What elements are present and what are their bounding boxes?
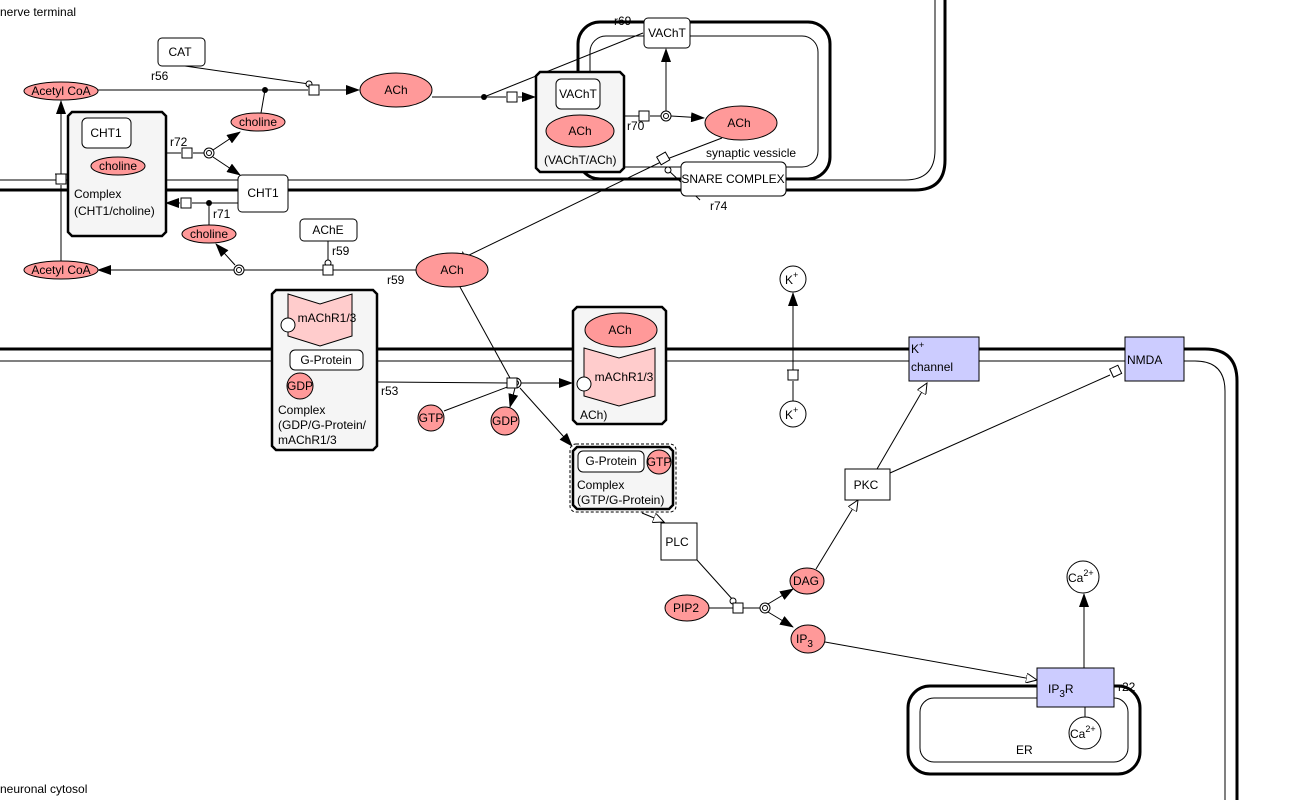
svg-text:Ca2+: Ca2+ — [1068, 568, 1094, 585]
svg-text:IP3R: IP3R — [1048, 682, 1074, 700]
ip3r-node[interactable]: IP3R — [1036, 667, 1115, 708]
svg-text:PLC: PLC — [665, 535, 689, 549]
nerve-terminal-label: nerve terminal — [0, 5, 76, 19]
synaptic-vesicle-label: synaptic vessicle — [706, 146, 796, 160]
reaction-label: r69 — [614, 14, 632, 28]
svg-text:choline: choline — [239, 115, 277, 129]
svg-text:(GDP/G-Protein/: (GDP/G-Protein/ — [278, 418, 367, 432]
k-ion-outside[interactable]: K+ — [779, 265, 807, 293]
er-label: ER — [1016, 743, 1033, 757]
gdp-gprotein-machr-complex[interactable]: mAChR1/3 G-Protein GDP Complex (GDP/G-Pr… — [270, 288, 379, 452]
svg-text:DAG: DAG — [793, 574, 819, 588]
svg-text:mAChR1/3: mAChR1/3 — [595, 370, 654, 384]
ca-ion-er[interactable]: Ca2+ — [1068, 716, 1102, 750]
svg-text:G-Protein: G-Protein — [585, 454, 636, 468]
svg-text:mAChR1/3: mAChR1/3 — [278, 433, 337, 447]
dag-node[interactable]: DAG — [789, 567, 825, 595]
svg-text:Complex: Complex — [278, 403, 325, 417]
svg-text:VAChT: VAChT — [648, 26, 686, 40]
svg-text:GTP: GTP — [419, 411, 444, 425]
neuronal-cytosol-compartment: neuronal cytosol — [0, 347, 1239, 800]
svg-text:GDP: GDP — [287, 379, 313, 393]
cat-node[interactable]: CAT — [157, 37, 206, 67]
svg-text:PIP2: PIP2 — [673, 601, 699, 615]
svg-text:ACh): ACh) — [580, 408, 607, 422]
svg-text:mAChR1/3: mAChR1/3 — [298, 311, 357, 325]
svg-text:K+: K+ — [785, 405, 798, 422]
svg-text:ACh: ACh — [727, 116, 750, 130]
svg-text:K+: K+ — [911, 340, 924, 356]
ach-vesicle-node[interactable]: ACh — [704, 105, 778, 141]
svg-text:ACh: ACh — [608, 323, 631, 337]
k-ion-inside[interactable]: K+ — [779, 400, 807, 428]
gtp-node[interactable]: GTP — [417, 404, 445, 432]
svg-text:CHT1: CHT1 — [247, 186, 279, 200]
ach-top-node[interactable]: ACh — [359, 72, 433, 108]
svg-text:GDP: GDP — [492, 414, 518, 428]
svg-text:(VAChT/ACh): (VAChT/ACh) — [544, 153, 616, 167]
reaction-label: r56 — [151, 69, 169, 83]
svg-text:SNARE COMPLEX: SNARE COMPLEX — [681, 172, 784, 186]
svg-text:CHT1: CHT1 — [90, 126, 122, 140]
ach-cleft-node[interactable]: ACh — [415, 252, 489, 288]
reaction-label: r59 — [332, 244, 350, 258]
svg-text:Ca2+: Ca2+ — [1070, 724, 1096, 741]
svg-text:ACh: ACh — [568, 124, 591, 138]
svg-text:IP3: IP3 — [796, 632, 813, 650]
svg-text:NMDA: NMDA — [1127, 353, 1162, 367]
cht1-choline-complex[interactable]: CHT1 choline Complex (CHT1/choline) — [66, 110, 168, 238]
svg-text:Complex: Complex — [577, 478, 624, 492]
reaction-label: r70 — [627, 119, 645, 133]
svg-text:Acetyl CoA: Acetyl CoA — [31, 84, 90, 98]
svg-text:ACh: ACh — [384, 83, 407, 97]
ache-node[interactable]: AChE — [299, 218, 358, 242]
pip2-node[interactable]: PIP2 — [664, 594, 710, 622]
gdp-node[interactable]: GDP — [490, 406, 520, 436]
ip3-node[interactable]: IP3 — [790, 624, 826, 654]
acetyl-coa-bottom-node[interactable]: Acetyl CoA — [23, 260, 99, 280]
svg-text:K+: K+ — [785, 270, 798, 287]
svg-text:channel: channel — [911, 360, 953, 374]
reaction-label: r53 — [381, 384, 399, 398]
svg-text:choline: choline — [190, 227, 228, 241]
plc-node[interactable]: PLC — [660, 522, 698, 561]
reaction-labels: r56 r72 r71 r59 r59 r69 r70 r74 r53 r22 — [151, 14, 1136, 694]
svg-text:(GTP/G-Protein): (GTP/G-Protein) — [577, 493, 664, 507]
choline-top-node[interactable]: choline — [230, 112, 286, 132]
nmda-node[interactable]: NMDA — [1124, 336, 1185, 382]
cht1-node[interactable]: CHT1 — [237, 174, 289, 213]
pkc-node[interactable]: PKC — [844, 468, 891, 501]
er-compartment: ER — [906, 684, 1142, 776]
svg-text:Complex: Complex — [74, 187, 121, 201]
snare-complex-node[interactable]: SNARE COMPLEX — [680, 161, 787, 197]
svg-text:AChE: AChE — [312, 223, 343, 237]
reaction-label: r74 — [710, 199, 728, 213]
neuronal-cytosol-label: neuronal cytosol — [0, 782, 87, 796]
svg-text:(CHT1/choline): (CHT1/choline) — [74, 204, 155, 218]
k-channel-node[interactable]: K+ channel — [908, 336, 980, 382]
ach-machr-complex[interactable]: ACh mAChR1/3 ACh) — [571, 305, 668, 426]
reaction-label: r71 — [213, 207, 231, 221]
reaction-label: r59 — [387, 273, 405, 287]
vacht-top-node[interactable]: VAChT — [643, 17, 691, 49]
gtp-gprotein-complex[interactable]: G-Protein GTP Complex (GTP/G-Protein) — [569, 443, 677, 513]
acetyl-coa-top-node[interactable]: Acetyl CoA — [23, 81, 99, 101]
svg-text:PKC: PKC — [854, 478, 879, 492]
nerve-terminal-compartment: nerve terminal — [0, 0, 947, 192]
svg-text:G-Protein: G-Protein — [300, 353, 351, 367]
vacht-ach-complex[interactable]: VAChT ACh (VAChT/ACh) — [534, 70, 626, 174]
reaction-label: r72 — [170, 135, 188, 149]
svg-text:choline: choline — [99, 159, 137, 173]
svg-text:ACh: ACh — [440, 263, 463, 277]
svg-text:Acetyl CoA: Acetyl CoA — [31, 263, 90, 277]
svg-text:VAChT: VAChT — [559, 87, 597, 101]
ca-ion-cytosol[interactable]: Ca2+ — [1066, 560, 1100, 594]
reaction-label: r22 — [1118, 680, 1136, 694]
svg-text:GTP: GTP — [647, 455, 672, 469]
svg-text:CAT: CAT — [168, 45, 192, 59]
choline-bottom-node[interactable]: choline — [181, 224, 237, 244]
